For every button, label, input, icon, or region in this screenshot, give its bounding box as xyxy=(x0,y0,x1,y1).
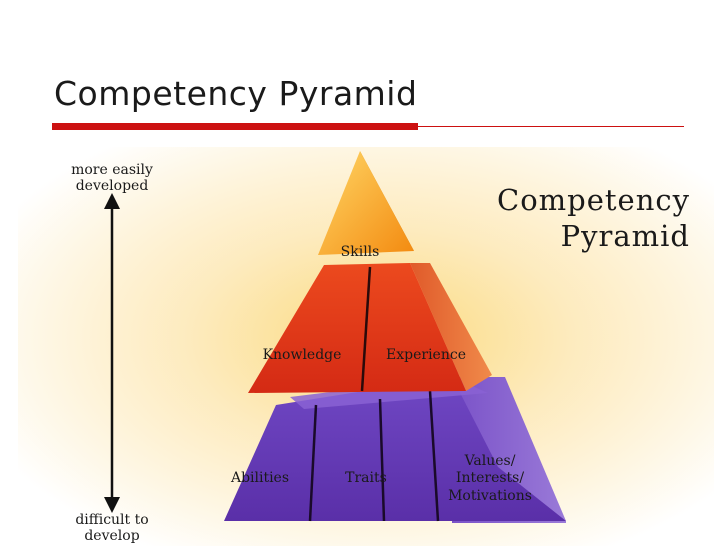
arrow-bottom-label-line1: difficult to xyxy=(75,512,148,528)
arrow-bottom-label-line2: develop xyxy=(84,528,139,544)
arrow-head-up xyxy=(104,193,120,209)
competency-pyramid-diagram: more easily developed difficult to devel… xyxy=(18,147,714,546)
tier-middle xyxy=(248,263,492,393)
diagram-heading-line1: Competency xyxy=(497,183,690,217)
tier-bottom-label-3-line2: Interests/ xyxy=(456,470,524,486)
title-underline-thick xyxy=(52,123,418,130)
tier-middle-divider xyxy=(360,266,372,392)
tier-bottom-divider-2 xyxy=(378,398,386,522)
diagram-heading-line2: Pyramid xyxy=(561,219,690,253)
slide-title: Competency Pyramid xyxy=(54,74,418,113)
tier-bottom-label-1: Abilities xyxy=(230,470,289,486)
tier-middle-side-face xyxy=(410,263,492,391)
arrow-top-label-line1: more easily xyxy=(71,162,153,178)
tier-bottom-front-face xyxy=(224,377,566,521)
arrow-head-down xyxy=(104,497,120,513)
tier-top xyxy=(318,151,414,255)
development-arrow xyxy=(104,193,120,513)
tier-bottom-divider-1 xyxy=(308,404,318,522)
tier-bottom-label-2: Traits xyxy=(345,470,387,486)
tier-middle-label-2: Experience xyxy=(386,347,466,363)
tier-middle-front-face xyxy=(248,263,466,393)
tier-bottom-label-3-line1: Values/ xyxy=(464,453,516,469)
tier-middle-label-1: Knowledge xyxy=(263,347,342,363)
arrow-top-label-line2: developed xyxy=(76,178,149,194)
tier-top-front-face xyxy=(318,151,414,255)
tier-bottom-divider-3 xyxy=(428,390,440,522)
tier-bottom-label-3-line3: Motivations xyxy=(448,488,532,504)
tier-top-label: Skills xyxy=(341,244,380,260)
title-underline-thin xyxy=(418,126,684,127)
